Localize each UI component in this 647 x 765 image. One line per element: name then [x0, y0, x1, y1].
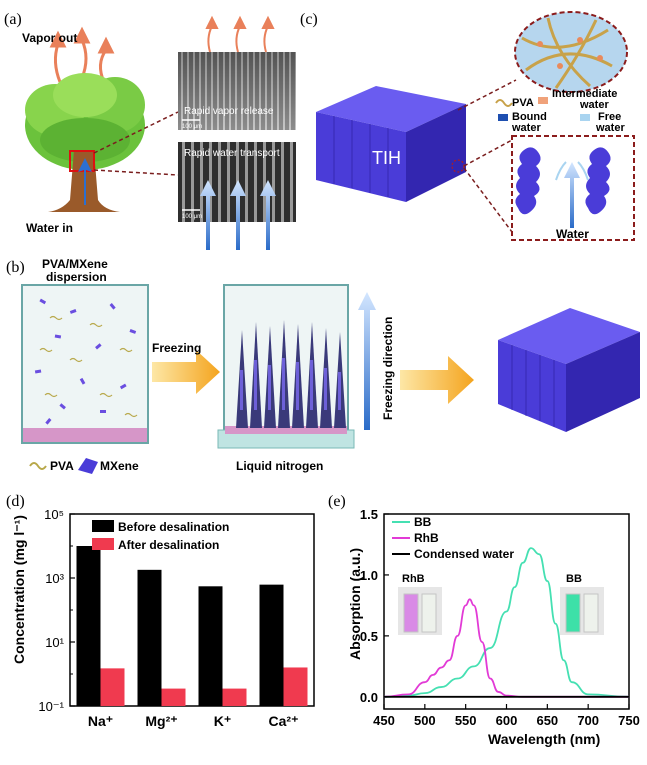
chart-e-xtick-label: 650: [536, 713, 558, 728]
chart-e-lines: [383, 547, 630, 698]
sem-top-scale: 100 μm: [182, 124, 202, 130]
tih-label: TIH: [372, 148, 401, 168]
chart-d-ytick-label: 10¹: [45, 635, 64, 650]
legend-c-bound-1: Bound: [512, 111, 547, 123]
chart-d-yticks: 10⁻¹ 10¹ 10³ 10⁵: [38, 507, 75, 714]
panel-e-label: (e): [328, 493, 346, 510]
panel-b-label: (b): [6, 259, 25, 276]
panel-c: (c) TIH: [300, 11, 635, 241]
panel-a: (a) Vapor out Water in Rapid vapor relea: [4, 11, 296, 250]
chart-d-ytick-label: 10³: [45, 571, 64, 586]
panel-c-label: (c): [300, 11, 318, 28]
chart-e-ylabel: Absorption (a.u.): [347, 548, 363, 660]
chart-d-bar: [76, 546, 101, 706]
tih-block: TIH: [316, 86, 466, 202]
chart-e-ytick-label: 0.0: [360, 690, 378, 705]
chart-e-xlabel: Wavelength (nm): [488, 731, 600, 747]
panel-b-legend: PVA MXene: [29, 458, 139, 474]
legend-e-condensed: Condensed water: [414, 547, 514, 561]
sem-image-top: Rapid vapor release 100 μm: [178, 52, 296, 130]
chart-d-bar: [222, 688, 247, 706]
beaker-frozen: [217, 284, 355, 449]
sem-bottom-caption: Rapid water transport: [184, 148, 280, 159]
chart-e-ytick-label: 1.0: [360, 568, 378, 583]
chart-d-ytick-label: 10⁻¹: [38, 699, 64, 714]
chart-d-bar: [161, 688, 186, 706]
vial-photo-bb: BB: [560, 573, 604, 635]
chart-d-category-label: K⁺: [214, 713, 232, 729]
chart-d-bar: [100, 668, 125, 706]
water-label-c: Water: [556, 227, 589, 241]
chart-d-bars: [76, 546, 308, 706]
legend-e-rhb: RhB: [414, 531, 439, 545]
chart-e-xtick-label: 550: [455, 713, 477, 728]
legend-c-intermediate-2: water: [579, 99, 609, 111]
panel-d-label: (d): [6, 493, 25, 510]
water-channel-zoom: Water: [511, 135, 635, 241]
legend-d-after-swatch: [92, 538, 114, 550]
chart-d-bar: [259, 584, 284, 706]
chart-e-xtick-label: 700: [577, 713, 599, 728]
vial-rhb-label: RhB: [402, 573, 425, 585]
chart-d-bar: [137, 569, 162, 706]
vial-bb-label: BB: [566, 573, 582, 585]
liquid-nitrogen-label: Liquid nitrogen: [236, 459, 323, 473]
freezing-direction-arrow: [358, 292, 376, 430]
chart-e-ticks: 450 500 550 600 650 700 750 0.0 0.5 1.0 1.5: [360, 507, 640, 728]
panel-b: (b) PVA/MXene dispersion: [6, 257, 640, 474]
chart-d-bar: [198, 586, 223, 706]
chart-e-xtick-label: 500: [414, 713, 436, 728]
legend-d-after: After desalination: [118, 538, 219, 552]
vapor-out-label: Vapor out: [22, 31, 77, 45]
chart-d-category-label: Na⁺: [88, 713, 113, 729]
sem-bottom-scale: 100 μm: [182, 214, 202, 220]
legend-d-before: Before desalination: [118, 520, 229, 534]
tree-illustration: [25, 73, 145, 212]
chart-e-ytick-label: 1.5: [360, 507, 378, 522]
chart-e-xtick-label: 750: [618, 713, 640, 728]
chart-d-ylabel: Concentration (mg l⁻¹): [11, 515, 27, 664]
chart-e-line-bb: [383, 547, 630, 698]
dispersion-label-1: PVA/MXene: [42, 257, 108, 271]
water-states-zoom: [514, 11, 628, 93]
freezing-direction-label: Freezing direction: [381, 317, 395, 420]
chart-e-xtick-label: 450: [373, 713, 395, 728]
legend-c-free-2: water: [595, 122, 625, 134]
panel-e: (e) Absorption (a.u.) 450 500 550 600 650 700…: [328, 493, 640, 747]
chart-d-ytick-label: 10⁵: [44, 507, 64, 522]
legend-b-pva: PVA: [50, 459, 74, 473]
chart-e-xtick-label: 600: [496, 713, 518, 728]
beaker-dispersion: [21, 284, 149, 444]
legend-c-bound-2: water: [511, 122, 541, 134]
legend-e-bb: BB: [414, 515, 432, 529]
chart-d-category-label: Ca²⁺: [269, 713, 299, 729]
tih-product-block: [498, 308, 640, 432]
panel-d: (d) Concentration (mg l⁻¹) 10⁻¹ 10¹ 10³ 10⁵…: [6, 493, 315, 729]
freezing-arrow: [152, 350, 220, 394]
panel-c-legend: PVA Intermediate water Bound water Free …: [495, 88, 625, 134]
legend-b-mxene: MXene: [100, 459, 139, 473]
chart-e-line-rhb: [383, 598, 629, 698]
sem-top-caption: Rapid vapor release: [184, 106, 274, 117]
chart-e-ytick-label: 0.5: [360, 629, 378, 644]
chart-d-legend: Before desalination After desalination: [92, 520, 229, 552]
legend-c-intermediate-1: Intermediate: [552, 88, 617, 100]
water-in-label: Water in: [26, 221, 73, 235]
chart-d-bar: [283, 667, 308, 706]
vial-photo-rhb: RhB: [398, 573, 442, 635]
chart-e-legend: BB RhB Condensed water: [392, 515, 514, 561]
panel-a-label: (a): [4, 11, 22, 28]
chart-d-category-label: Mg²⁺: [145, 713, 177, 729]
chart-d-categories: Na⁺ Mg²⁺ K⁺ Ca²⁺: [88, 713, 299, 729]
legend-d-before-swatch: [92, 520, 114, 532]
freezing-label: Freezing: [152, 341, 201, 355]
legend-c-pva: PVA: [512, 97, 534, 109]
legend-c-free-1: Free: [598, 111, 621, 123]
sem-image-bottom: Rapid water transport 100 μm: [178, 142, 296, 250]
dispersion-label-2: dispersion: [46, 270, 107, 284]
process-arrow: [400, 356, 474, 404]
